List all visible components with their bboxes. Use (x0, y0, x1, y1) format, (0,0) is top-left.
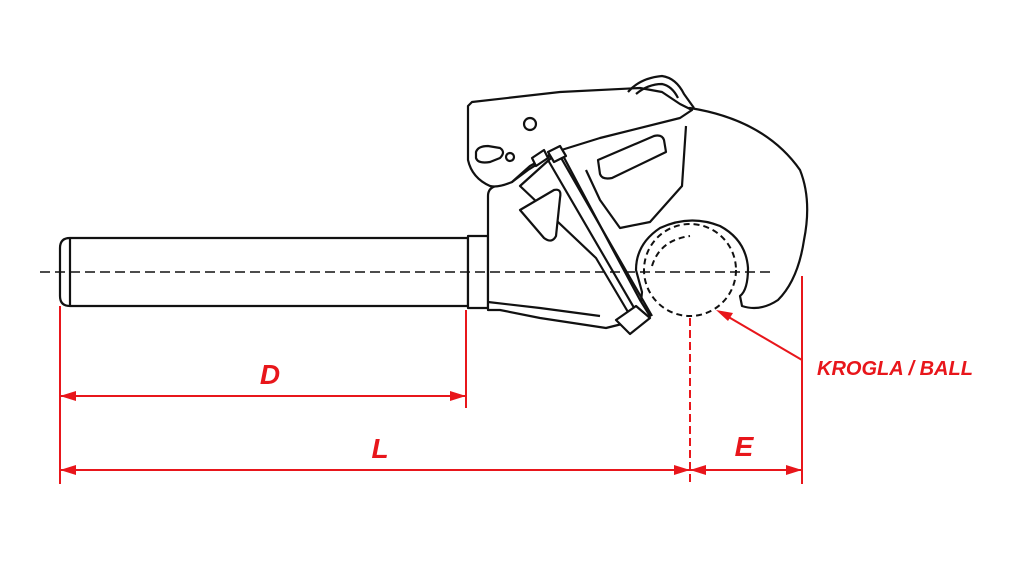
arrow-d-left (60, 391, 76, 401)
ball-label: KROGLA / BALL (817, 358, 973, 380)
ball-circle (643, 223, 737, 317)
dim-label-e: E (735, 431, 755, 462)
ball-outline (643, 223, 737, 317)
dimension-lines (59, 276, 803, 484)
dimension-arrows (60, 310, 802, 475)
ball-inner-arc (651, 235, 691, 267)
dim-label-d: D (260, 359, 280, 390)
hook-body (466, 74, 809, 336)
lower-contour (487, 300, 601, 318)
small-tab (530, 148, 550, 168)
latch-handle (627, 74, 695, 109)
small-tab-2 (546, 144, 568, 164)
arrow-l-left (60, 465, 76, 475)
latch-arm (466, 86, 694, 188)
ball-leader (719, 311, 803, 361)
pivot-pin-top (522, 116, 538, 132)
lever-end (614, 304, 652, 336)
triangle-window (518, 188, 562, 242)
lever-bar-2 (559, 155, 653, 317)
rect-window (596, 134, 668, 180)
side-panel (585, 125, 688, 230)
lever-bar (547, 159, 641, 319)
latch-handle-inner (635, 82, 679, 99)
arrow-ball-leader (716, 310, 733, 321)
arrow-e-left (690, 465, 706, 475)
shaft (58, 234, 490, 310)
pivot-pin-lower (504, 151, 516, 163)
arrow-e-right (786, 465, 802, 475)
dim-label-l: L (371, 433, 388, 464)
latch-slot (474, 144, 505, 164)
arrow-d-right (450, 391, 466, 401)
arrow-l-right (674, 465, 690, 475)
